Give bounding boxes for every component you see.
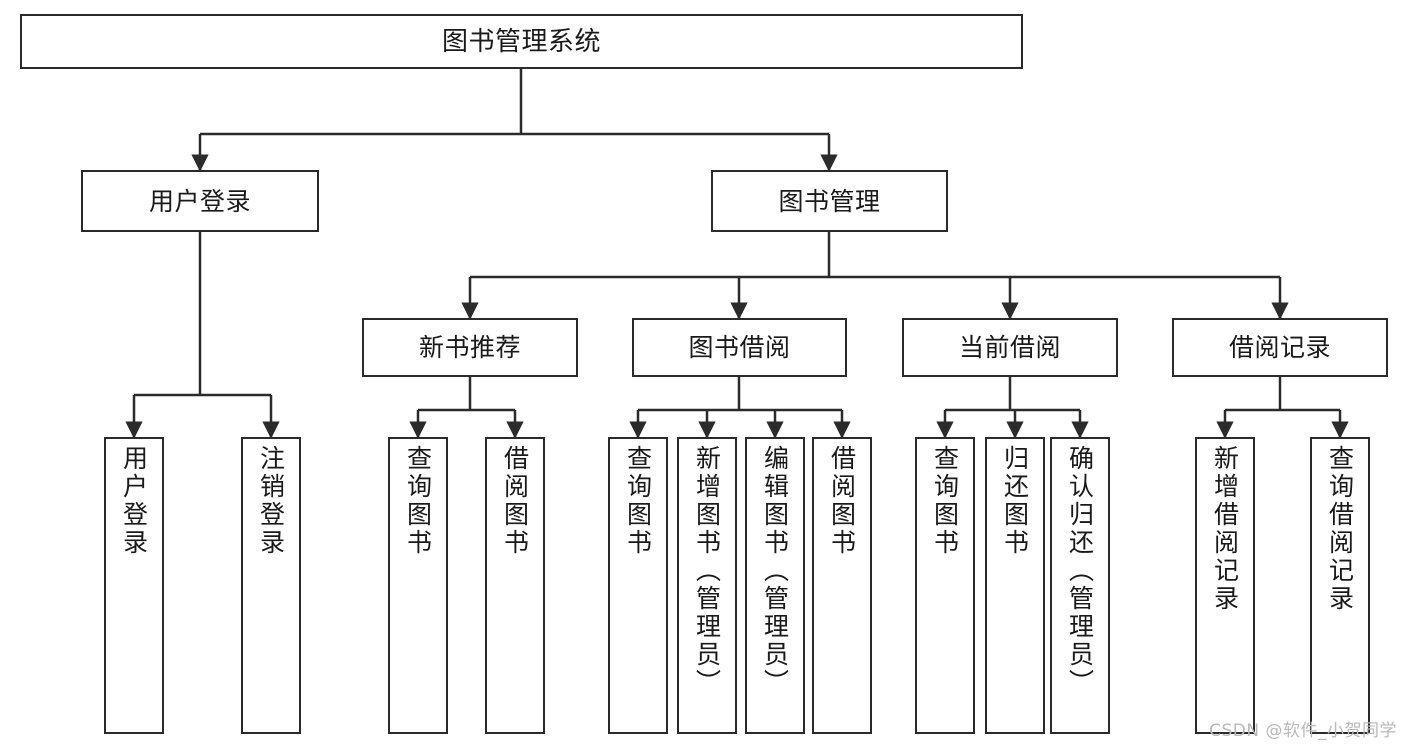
node-new-book-recommend[interactable]: 新书推荐	[362, 318, 578, 377]
node-leaf-add-book[interactable]: 新增图书（管理员）	[677, 437, 737, 734]
node-borrow-record-label: 借阅记录	[1228, 333, 1331, 362]
node-leaf-query-book-2[interactable]: 查询图书	[608, 437, 668, 734]
node-new-book-recommend-label: 新书推荐	[418, 333, 521, 362]
node-leaf-confirm-return[interactable]: 确认归还（管理员）	[1050, 437, 1110, 734]
node-book-borrow-label: 图书借阅	[688, 333, 791, 362]
node-leaf-return-book-label: 归还图书	[1000, 445, 1030, 557]
node-leaf-user-login[interactable]: 用户登录	[104, 437, 164, 734]
node-leaf-return-book[interactable]: 归还图书	[985, 437, 1045, 734]
node-leaf-query-book-1[interactable]: 查询图书	[388, 437, 448, 734]
node-leaf-add-record-label: 新增借阅记录	[1210, 445, 1240, 613]
watermark: CSDN @软件_小贺同学	[1209, 721, 1397, 741]
node-leaf-borrow-book-2[interactable]: 借阅图书	[812, 437, 872, 734]
node-leaf-logout-label: 注销登录	[256, 445, 286, 557]
node-leaf-query-book-3-label: 查询图书	[930, 445, 960, 557]
node-book-manage-label: 图书管理	[778, 186, 881, 216]
node-leaf-borrow-book-1[interactable]: 借阅图书	[485, 437, 545, 734]
node-leaf-query-record-label: 查询借阅记录	[1325, 445, 1355, 613]
node-book-manage[interactable]: 图书管理	[711, 170, 948, 232]
node-current-borrow[interactable]: 当前借阅	[902, 318, 1118, 377]
node-leaf-add-book-label: 新增图书（管理员）	[692, 445, 722, 697]
node-root-label: 图书管理系统	[441, 26, 601, 57]
node-current-borrow-label: 当前借阅	[958, 333, 1061, 362]
node-root[interactable]: 图书管理系统	[20, 14, 1023, 69]
node-leaf-borrow-book-1-label: 借阅图书	[500, 445, 530, 557]
node-leaf-query-book-3[interactable]: 查询图书	[915, 437, 975, 734]
node-user-login[interactable]: 用户登录	[81, 170, 319, 232]
node-leaf-query-book-2-label: 查询图书	[623, 445, 653, 557]
node-book-borrow[interactable]: 图书借阅	[632, 318, 847, 377]
node-leaf-edit-book[interactable]: 编辑图书（管理员）	[745, 437, 805, 734]
node-leaf-confirm-return-label: 确认归还（管理员）	[1065, 445, 1095, 697]
node-leaf-query-book-1-label: 查询图书	[403, 445, 433, 557]
node-leaf-logout[interactable]: 注销登录	[241, 437, 301, 734]
node-leaf-query-record[interactable]: 查询借阅记录	[1310, 437, 1370, 734]
node-user-login-label: 用户登录	[148, 186, 251, 216]
node-leaf-edit-book-label: 编辑图书（管理员）	[760, 445, 790, 697]
node-leaf-add-record[interactable]: 新增借阅记录	[1195, 437, 1255, 734]
node-leaf-borrow-book-2-label: 借阅图书	[827, 445, 857, 557]
node-borrow-record[interactable]: 借阅记录	[1172, 318, 1388, 377]
node-leaf-user-login-label: 用户登录	[119, 445, 149, 557]
